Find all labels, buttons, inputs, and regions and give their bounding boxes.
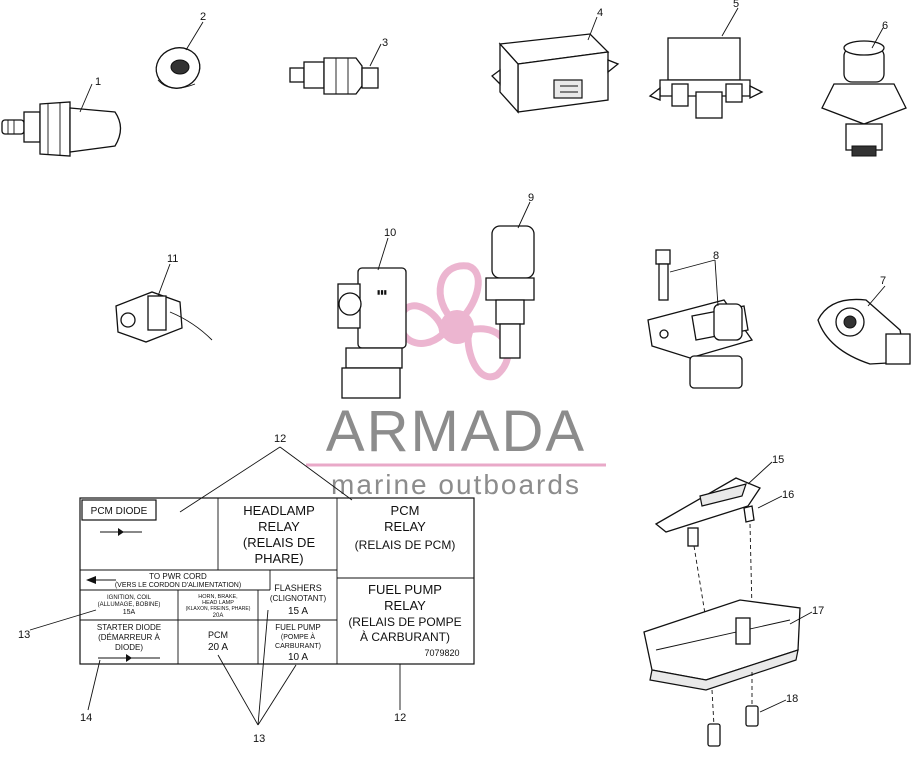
headlamp-relay-line2: RELAY bbox=[258, 519, 300, 534]
callout-13-left: 13 bbox=[18, 629, 30, 641]
watermark-tagline: marine outboards bbox=[331, 469, 581, 500]
pcm-relay-line1: PCM bbox=[391, 503, 420, 518]
callout-15: 15 bbox=[772, 454, 784, 466]
fuel-pump-relay-line4: À CARBURANT) bbox=[360, 629, 450, 644]
callout-6: 6 bbox=[882, 20, 888, 32]
fuel-pump-fuse-line2: (POMPE À bbox=[281, 632, 316, 641]
callout-12-bottom: 12 bbox=[394, 712, 406, 724]
part-2-washer bbox=[155, 47, 201, 89]
flashers-line1: FLASHERS bbox=[274, 583, 322, 593]
part-4-control-module bbox=[491, 33, 620, 114]
part-17-fuse-box bbox=[643, 599, 801, 691]
armada-watermark: ARMADA marine outboards bbox=[306, 262, 606, 500]
part-5-relay-bracket bbox=[648, 37, 764, 119]
callout-10: 10 bbox=[384, 227, 396, 239]
part-11-sensor bbox=[115, 291, 213, 343]
fuel-pump-relay-line2: RELAY bbox=[384, 598, 426, 613]
part-10-solenoid: ▮▮▮ bbox=[337, 267, 407, 399]
part-6-map-sensor bbox=[821, 40, 907, 157]
part-18-screws bbox=[707, 672, 759, 747]
headlamp-relay-line4: PHARE) bbox=[254, 551, 303, 566]
fuse-label: PCM DIODE HEADLAMP RELAY (RELAIS DE PHAR… bbox=[79, 497, 475, 665]
flashers-line3: 15 A bbox=[288, 606, 308, 617]
starter-diode-line2: (DÉMARREUR À bbox=[98, 633, 160, 642]
part-15-cover bbox=[654, 477, 761, 547]
headlamp-relay-line1: HEADLAMP bbox=[243, 503, 315, 518]
pcm-fuse-line2: 20 A bbox=[208, 642, 228, 653]
horn-line1: HORN, BRAKE, bbox=[198, 594, 238, 600]
fuel-pump-relay-line1: FUEL PUMP bbox=[368, 582, 442, 597]
callout-14: 14 bbox=[80, 712, 92, 724]
callout-12-top: 12 bbox=[274, 433, 286, 445]
ignition-line2: (ALLUMAGE, BOBINE) bbox=[98, 602, 161, 608]
callout-16: 16 bbox=[782, 489, 794, 501]
part-number: 7079820 bbox=[424, 648, 459, 658]
to-pwr-cord-line1: TO PWR CORD bbox=[149, 572, 207, 581]
to-pwr-cord-line2: (VERS LE CORDON D'ALIMENTATION) bbox=[115, 582, 241, 589]
horn-line4: 20A bbox=[213, 613, 224, 619]
pcm-diode-label: PCM DIODE bbox=[91, 506, 148, 517]
callout-11: 11 bbox=[167, 253, 178, 265]
part-7-tps bbox=[817, 298, 911, 365]
watermark-brand: ARMADA bbox=[326, 399, 586, 464]
callout-5: 5 bbox=[733, 0, 739, 10]
fuel-pump-fuse-line4: 10 A bbox=[288, 652, 308, 663]
pcm-relay-line3: (RELAIS DE PCM) bbox=[355, 538, 456, 552]
ignition-line3: 15A bbox=[123, 609, 136, 616]
part-9-temp-sensor bbox=[485, 225, 535, 359]
starter-diode-line1: STARTER DIODE bbox=[97, 623, 161, 632]
callout-3: 3 bbox=[382, 37, 388, 49]
fuel-pump-fuse-line3: CARBURANT) bbox=[275, 643, 321, 650]
callout-13-bottom: 13 bbox=[253, 733, 265, 745]
ignition-line1: IGNITION, COIL bbox=[107, 595, 152, 601]
callout-7: 7 bbox=[880, 275, 886, 287]
part-1-pressure-switch bbox=[1, 101, 122, 157]
callout-17: 17 bbox=[812, 605, 824, 617]
callout-18: 18 bbox=[786, 693, 798, 705]
callout-4: 4 bbox=[597, 7, 603, 19]
svg-text:▮▮▮: ▮▮▮ bbox=[377, 290, 387, 296]
callout-1: 1 bbox=[95, 76, 101, 88]
callout-2: 2 bbox=[200, 11, 206, 23]
starter-diode-line3: DIODE) bbox=[115, 643, 143, 652]
callout-8: 8 bbox=[713, 250, 719, 262]
part-3-oil-switch bbox=[289, 57, 379, 95]
pcm-relay-line2: RELAY bbox=[384, 519, 426, 534]
part-8-crank-sensor bbox=[647, 249, 754, 389]
fuel-pump-fuse-line1: FUEL PUMP bbox=[275, 623, 321, 632]
headlamp-relay-line3: (RELAIS DE bbox=[243, 535, 316, 550]
horn-line3: (KLAXON, FREINS, PHARE) bbox=[186, 606, 251, 612]
flashers-line2: (CLIGNOTANT) bbox=[270, 594, 327, 603]
callout-9: 9 bbox=[528, 192, 534, 204]
pcm-fuse-line1: PCM bbox=[208, 630, 228, 640]
fuel-pump-relay-line3: (RELAIS DE POMPE bbox=[348, 615, 461, 629]
horn-line2: HEAD LAMP bbox=[202, 600, 234, 606]
